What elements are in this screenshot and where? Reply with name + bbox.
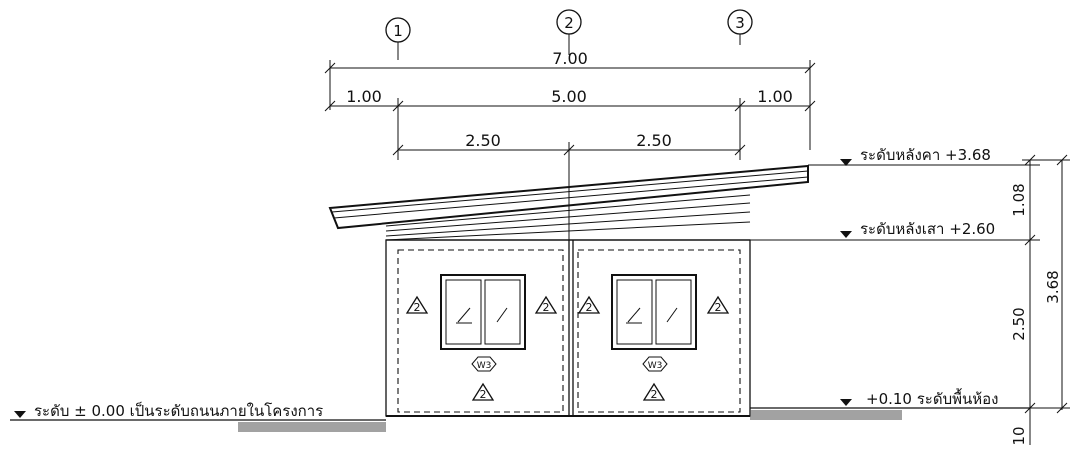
dim-overall-label: 7.00 xyxy=(552,49,588,68)
ground-hatch-right xyxy=(750,410,902,420)
dim-total-height: 3.68 xyxy=(1044,270,1062,303)
material-tag-3-label: 2 xyxy=(586,301,593,314)
level-datum-label: ระดับ ± 0.00 เป็นระดับถนนภายในโครงการ xyxy=(34,401,323,420)
level-floor: +0.10 ระดับพื้นห้อง xyxy=(840,388,998,408)
ground xyxy=(10,407,1030,432)
material-tag-1: 2 xyxy=(405,295,429,314)
grid-axis-3: 3 xyxy=(727,9,753,45)
level-column-top-label: ระดับหลังเสา +2.60 xyxy=(860,220,995,238)
grid-axis-2: 2 xyxy=(556,9,582,55)
window-right xyxy=(611,274,697,350)
roof xyxy=(328,164,809,241)
material-tag-2-label: 2 xyxy=(543,301,550,314)
grid-axis-3-label: 3 xyxy=(735,14,745,32)
dim-vertical: 1.08 2.50 3.68 10 xyxy=(1010,154,1070,446)
level-floor-label: +0.10 ระดับพื้นห้อง xyxy=(866,388,998,408)
material-tag-6: 2 xyxy=(642,382,666,401)
window-tag-left: W3 xyxy=(471,356,497,372)
dim-overall: 7.00 xyxy=(324,49,816,150)
material-tag-5: 2 xyxy=(471,382,495,401)
grid-axis-1: 1 xyxy=(385,17,411,60)
material-tag-5-label: 2 xyxy=(480,388,487,401)
window-tag-right: W3 xyxy=(642,356,668,372)
grid-axis-2-label: 2 xyxy=(564,14,574,32)
window-left xyxy=(440,274,526,350)
dim-wall-height: 2.50 xyxy=(1010,307,1028,340)
dim-bay-left: 2.50 xyxy=(465,131,501,150)
level-column-top: ระดับหลังเสา +2.60 xyxy=(750,220,1040,241)
material-tag-1-label: 2 xyxy=(414,301,421,314)
level-roof-label: ระดับหลังคา +3.68 xyxy=(860,146,991,164)
dim-middle-span: 5.00 xyxy=(551,87,587,106)
dim-plinth-height: 10 xyxy=(1010,426,1028,445)
dim-left-overhang: 1.00 xyxy=(346,87,382,106)
material-tag-4: 2 xyxy=(706,295,730,314)
dim-bays: 2.50 2.50 xyxy=(392,131,746,240)
dim-right-overhang: 1.00 xyxy=(757,87,793,106)
grid-axis-1-label: 1 xyxy=(393,22,403,40)
dim-bay-right: 2.50 xyxy=(636,131,672,150)
level-roof: ระดับหลังคา +3.68 xyxy=(808,146,1040,166)
ground-hatch-left xyxy=(238,422,386,432)
material-tag-6-label: 2 xyxy=(651,388,658,401)
dim-second-row: 1.00 5.00 1.00 xyxy=(324,87,816,160)
window-tag-left-label: W3 xyxy=(477,361,492,371)
level-datum: ระดับ ± 0.00 เป็นระดับถนนภายในโครงการ xyxy=(14,401,323,420)
material-tag-4-label: 2 xyxy=(715,301,722,314)
window-tag-right-label: W3 xyxy=(648,361,663,371)
dim-roof-height: 1.08 xyxy=(1010,183,1028,216)
material-tag-3: 2 xyxy=(577,295,601,314)
material-tag-2: 2 xyxy=(534,295,558,314)
